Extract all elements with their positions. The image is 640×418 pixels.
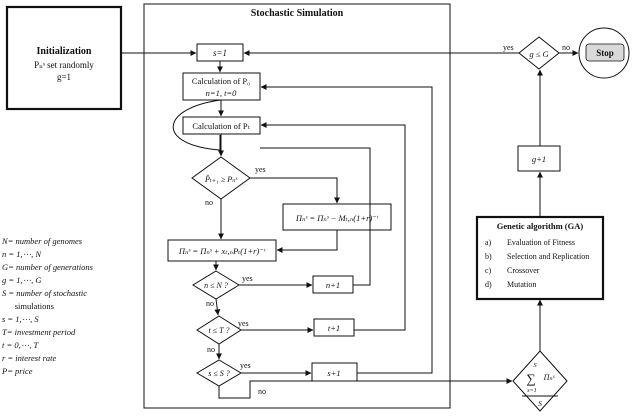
calc-pt-label: Calculation of Pₜ: [192, 121, 250, 131]
legend-line: S = number of stochastic: [2, 288, 87, 298]
yes-label-price: yes: [255, 165, 266, 174]
legend-line: simulations: [2, 301, 54, 311]
stop-node: Stop: [578, 27, 630, 79]
calc-pt-box: Calculation of Pₜ: [182, 116, 261, 135]
inc-s-box: s+1: [311, 362, 358, 382]
init-title: Initialization: [36, 46, 91, 57]
sum-body: Πₙˢ: [543, 373, 555, 382]
ga-item-a: a) Evaluation of Fitness: [485, 238, 575, 247]
decision-s-label: s ≤ S ?: [208, 369, 230, 378]
inc-t-label: t+1: [328, 323, 340, 333]
ga-item-c: c) Crossover: [485, 266, 540, 275]
legend-line: G= number of generations: [2, 262, 94, 272]
inc-n-label: n+1: [326, 280, 340, 290]
summation-diamond: S ∑ Πₙˢ s=1 S: [512, 350, 568, 412]
connector-sell-to-buy: [276, 230, 338, 253]
legend-line: t = 0,⋯, T: [2, 340, 39, 350]
init-line2: g=1: [57, 72, 71, 82]
sim-title: Stochastic Simulation: [251, 8, 344, 19]
sum-symbol: ∑: [526, 371, 535, 386]
no-label-s: no: [258, 387, 266, 396]
connector-s-loop: [260, 84, 433, 374]
no-label-n: no: [206, 299, 214, 308]
sum-den: S: [538, 399, 542, 408]
no-label-g: no: [562, 43, 570, 52]
initialization-box: Initialization Pₙˢ set randomly g=1: [5, 5, 123, 111]
decision-t-label: t ≤ T ?: [209, 326, 230, 335]
ga-item-b: b) Selection and Replication: [485, 252, 589, 261]
connector-decision-yes: [250, 177, 340, 204]
decision-n-label: n ≤ N ?: [204, 281, 228, 290]
svg-text:a): a): [485, 238, 492, 247]
stop-label: Stop: [596, 48, 614, 58]
svg-text:b): b): [485, 252, 492, 261]
update-sell-box: Πₙˢ = Πₙˢ − Mₜ,ₙ(1+r)⁻ᵗ: [282, 203, 392, 231]
connector-s-no: [218, 378, 513, 399]
calc-p0-sub: n=1, t=0: [206, 88, 238, 98]
inc-g-label: g+1: [532, 154, 546, 164]
inc-s-label: s+1: [327, 368, 340, 378]
connector-n-loop: [260, 147, 371, 286]
legend: N= number of genomes n = 1,⋯, N G= numbe…: [1, 236, 94, 376]
yes-label-n: yes: [242, 274, 253, 283]
yes-label-t: yes: [238, 319, 249, 328]
yes-label-s: yes: [240, 361, 251, 370]
sum-sub: s=1: [527, 388, 536, 394]
decision-price-label: P̂ₜ₊₁ ≥ Pₙˢ: [204, 174, 237, 184]
legend-line: g = 1,⋯, G: [2, 275, 42, 285]
yes-label-g: yes: [503, 43, 514, 52]
update-buy-label: Πₙˢ = Πₙˢ + xₜ,ₙPₜ(1+r)⁻ᵗ: [178, 246, 266, 256]
svg-text:c): c): [485, 266, 492, 275]
connector-t-loop: [260, 122, 406, 331]
init-line1: Pₙˢ set randomly: [34, 60, 94, 70]
update-sell-label: Πₙˢ = Πₙˢ − Mₜ,ₙ(1+r)⁻ᵗ: [295, 213, 379, 223]
calc-p0-box: Calculation of P₀ n=1, t=0: [182, 72, 261, 101]
no-label-t: no: [207, 345, 215, 354]
inc-n-box: n+1: [312, 275, 354, 294]
sum-top: S: [533, 362, 537, 369]
s-init-box: s=1: [196, 43, 244, 62]
connector-n-no: [214, 298, 221, 316]
ga-item-d: d) Mutation: [485, 280, 536, 289]
decision-g-diamond: g ≤ G: [518, 36, 560, 70]
update-buy-box: Πₙˢ = Πₙˢ + xₜ,ₙPₜ(1+r)⁻ᵗ: [167, 239, 277, 262]
inc-t-box: t+1: [313, 318, 355, 337]
decision-g-label: g ≤ G: [529, 49, 548, 59]
legend-line: N= number of genomes: [1, 236, 83, 246]
s-init-label: s=1: [213, 48, 227, 58]
legend-line: n = 1,⋯, N: [2, 249, 42, 259]
legend-line: r = interest rate: [2, 353, 57, 363]
ga-title: Genetic algorithm (GA): [497, 221, 584, 231]
ga-box: Genetic algorithm (GA) a) Evaluation of …: [475, 215, 605, 301]
svg-text:Selection and Replication: Selection and Replication: [507, 252, 589, 261]
connector-p0-to-pt: [172, 99, 222, 151]
inc-g-box: g+1: [517, 145, 561, 172]
svg-text:d): d): [485, 280, 492, 289]
legend-line: P= price: [1, 366, 33, 376]
svg-text:Evaluation of Fitness: Evaluation of Fitness: [507, 238, 575, 247]
legend-line: T= investment period: [2, 327, 76, 337]
svg-text:Crossover: Crossover: [507, 266, 540, 275]
legend-line: s = 1,⋯, S: [2, 314, 39, 324]
no-label-price: no: [205, 198, 213, 207]
calc-p0-label: Calculation of P₀: [192, 76, 250, 86]
svg-text:Mutation: Mutation: [507, 280, 536, 289]
